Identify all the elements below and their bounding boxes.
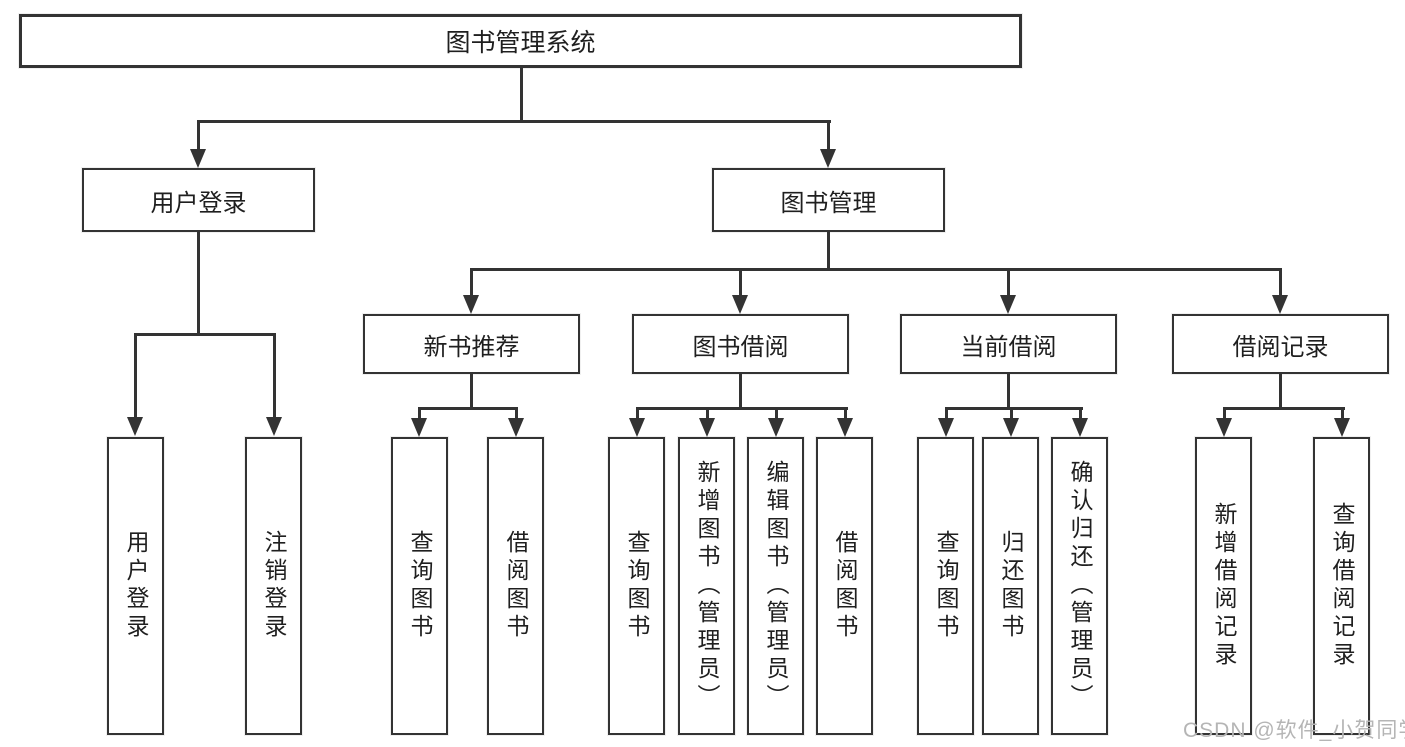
- node-borrow-edit-books-admin: 编辑图书（管理员）: [747, 437, 804, 735]
- node-leaf-logout: 注销登录: [245, 437, 302, 735]
- arrowhead: [820, 149, 836, 168]
- node-label: 查询图书: [407, 530, 433, 642]
- arrowhead: [732, 295, 748, 314]
- node-label: 注销登录: [261, 530, 287, 642]
- v-line: [1223, 407, 1226, 419]
- h-line: [1223, 407, 1345, 410]
- node-book-borrow: 图书借阅: [632, 314, 849, 374]
- node-label: 借阅图书: [832, 530, 858, 642]
- h-line: [636, 407, 848, 410]
- v-line: [515, 407, 518, 419]
- v-line: [1007, 268, 1010, 296]
- node-label: 新书推荐: [423, 333, 520, 361]
- node-label: 用户登录: [150, 189, 247, 217]
- node-label: 查询图书: [933, 530, 959, 642]
- arrowhead: [1000, 295, 1016, 314]
- v-line: [1007, 374, 1010, 410]
- node-root: 图书管理系统: [19, 14, 1022, 68]
- arrowhead: [1334, 418, 1350, 437]
- arrowhead: [411, 418, 427, 437]
- v-line: [1279, 374, 1282, 410]
- v-line: [197, 120, 200, 151]
- arrowhead: [508, 418, 524, 437]
- v-line: [739, 268, 742, 296]
- node-label: 图书管理: [780, 189, 877, 217]
- v-line: [706, 407, 709, 419]
- node-user-login: 用户登录: [82, 168, 315, 232]
- node-book-management: 图书管理: [712, 168, 945, 232]
- node-current-query-books: 查询图书: [917, 437, 974, 735]
- node-newbook-borrow-books: 借阅图书: [487, 437, 544, 735]
- node-label: 新增借阅记录: [1211, 502, 1237, 670]
- node-leaf-user-login: 用户登录: [107, 437, 164, 735]
- h-line: [418, 407, 518, 410]
- node-current-confirm-return-admin: 确认归还（管理员）: [1051, 437, 1108, 735]
- node-label: 归还图书: [998, 530, 1024, 642]
- arrowhead: [463, 295, 479, 314]
- node-borrow-records: 借阅记录: [1172, 314, 1389, 374]
- v-line: [775, 407, 778, 419]
- node-root-label: 图书管理系统: [445, 29, 596, 57]
- arrowhead: [837, 418, 853, 437]
- arrowhead: [1216, 418, 1232, 437]
- v-line: [197, 232, 200, 336]
- arrowhead: [1072, 418, 1088, 437]
- node-current-return-books: 归还图书: [982, 437, 1039, 735]
- v-line: [520, 68, 523, 121]
- v-line: [134, 333, 137, 418]
- v-line: [470, 268, 473, 296]
- node-records-query-record: 查询借阅记录: [1313, 437, 1370, 735]
- node-borrow-borrow-books: 借阅图书: [816, 437, 873, 735]
- arrowhead: [699, 418, 715, 437]
- node-current-borrow: 当前借阅: [900, 314, 1117, 374]
- node-label: 借阅图书: [503, 530, 529, 642]
- arrowhead: [768, 418, 784, 437]
- v-line: [1279, 268, 1282, 296]
- node-label: 查询图书: [624, 530, 650, 642]
- node-label: 图书借阅: [692, 333, 789, 361]
- v-line: [1341, 407, 1344, 419]
- v-line: [418, 407, 421, 419]
- node-label: 新增图书（管理员）: [694, 460, 720, 712]
- arrowhead: [127, 417, 143, 436]
- node-new-book-recommend: 新书推荐: [363, 314, 580, 374]
- node-label: 编辑图书（管理员）: [763, 460, 789, 712]
- v-line: [1010, 407, 1013, 419]
- v-line: [273, 333, 276, 418]
- arrowhead: [938, 418, 954, 437]
- csdn-watermark: CSDN @软件_小贺同学: [1183, 719, 1405, 742]
- v-line: [827, 120, 830, 151]
- node-records-add-record: 新增借阅记录: [1195, 437, 1252, 735]
- h-line: [197, 120, 831, 123]
- h-line: [470, 268, 1282, 271]
- node-label: 用户登录: [123, 530, 149, 642]
- node-borrow-query-books: 查询图书: [608, 437, 665, 735]
- arrowhead: [629, 418, 645, 437]
- arrowhead: [190, 149, 206, 168]
- v-line: [827, 232, 830, 271]
- arrowhead: [1272, 295, 1288, 314]
- node-newbook-query-books: 查询图书: [391, 437, 448, 735]
- v-line: [1079, 407, 1082, 419]
- v-line: [470, 374, 473, 410]
- node-label: 借阅记录: [1232, 333, 1329, 361]
- h-line: [134, 333, 276, 336]
- arrowhead: [266, 417, 282, 436]
- arrowhead: [1003, 418, 1019, 437]
- node-label: 查询借阅记录: [1329, 502, 1355, 670]
- node-label: 确认归还（管理员）: [1067, 460, 1093, 712]
- v-line: [844, 407, 847, 419]
- node-borrow-add-books-admin: 新增图书（管理员）: [678, 437, 735, 735]
- v-line: [636, 407, 639, 419]
- v-line: [739, 374, 742, 410]
- node-label: 当前借阅: [960, 333, 1057, 361]
- h-line: [945, 407, 1083, 410]
- v-line: [945, 407, 948, 419]
